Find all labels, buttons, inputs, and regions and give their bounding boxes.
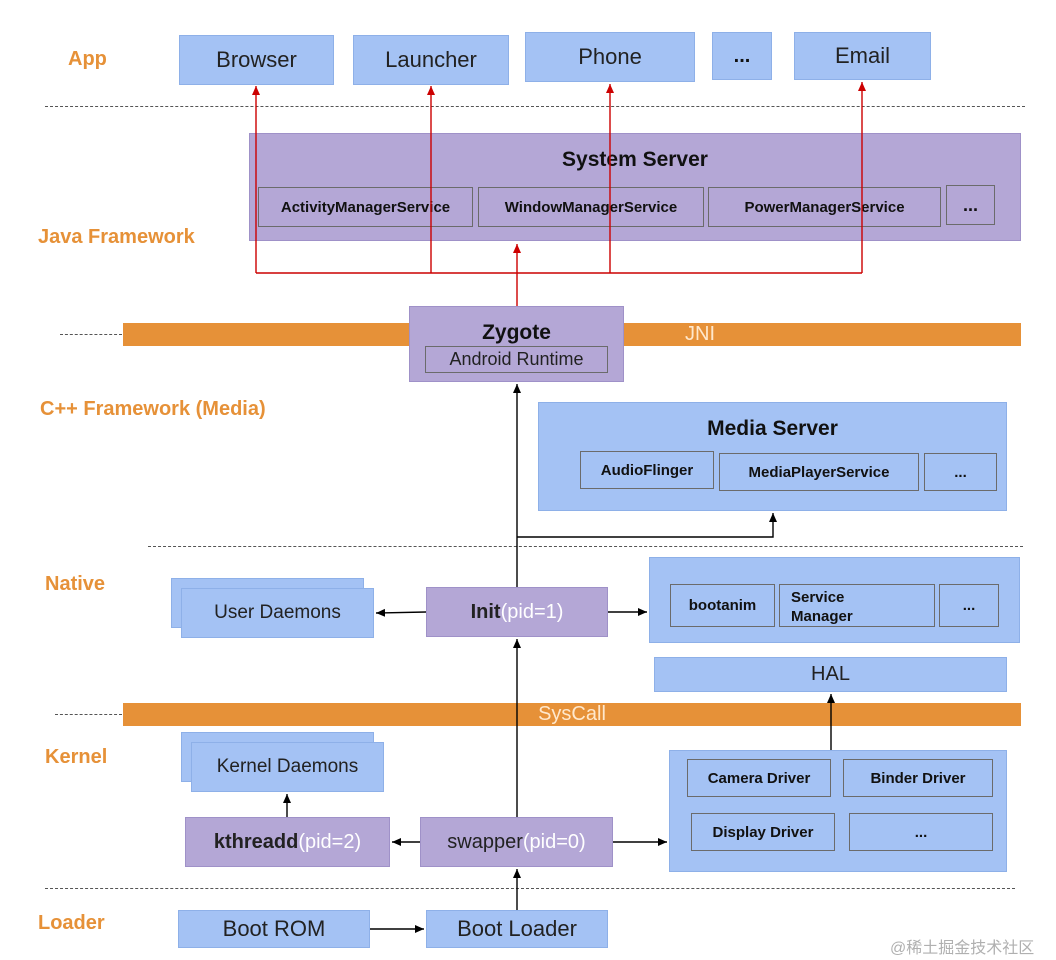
service-manager: Service Manager [779,584,935,627]
service-manager-line2: Manager [791,608,853,625]
separator-kernel-loader [45,888,1015,889]
kernel-daemons: Kernel Daemons [191,742,384,792]
power-manager-service: PowerManagerService [708,187,941,227]
app-phone: Phone [525,32,695,82]
display-driver: Display Driver [691,813,835,851]
init-label: Init [470,600,501,623]
layer-label-loader: Loader [38,912,105,934]
arrow-init-to-user-daemons [375,608,427,617]
media-player-service: MediaPlayerService [719,453,919,491]
app-more: ... [712,32,772,80]
layer-label-kernel: Kernel [45,746,108,768]
separator-app-java [45,106,1025,107]
window-manager-service: WindowManagerService [478,187,704,227]
separator-syscall-lead [55,714,122,715]
app-launcher: Launcher [353,35,509,85]
camera-driver: Camera Driver [687,759,831,797]
app-browser: Browser [179,35,334,85]
media-server-title: Media Server [707,417,838,440]
zygote-title: Zygote [482,321,551,344]
drivers-more: ... [849,813,993,851]
boot-loader: Boot Loader [426,910,608,948]
activity-manager-service: ActivityManagerService [258,187,473,227]
layer-label-java-framework: Java Framework [38,226,195,248]
swapper-label: swapper [447,830,523,853]
layer-label-native: Native [45,573,106,595]
watermark: @稀土掘金技术社区 [890,940,1035,957]
media-server-more: ... [924,453,997,491]
user-daemons: User Daemons [181,588,374,638]
app-email: Email [794,32,931,80]
arrow-init-to-media-server [517,513,777,538]
layer-label-cpp-framework: C++ Framework (Media) [40,398,266,420]
kthreadd-pid: (pid=2) [298,830,362,853]
system-server-more: ... [946,185,995,225]
bootanim: bootanim [670,584,775,627]
audio-flinger: AudioFlinger [580,451,714,489]
syscall-label: SysCall [538,703,606,725]
jni-label: JNI [685,323,715,345]
binder-driver: Binder Driver [843,759,993,797]
hal: HAL [654,657,1007,692]
swapper-pid: (pid=0) [522,830,586,853]
syscall-band: SysCall [123,703,1021,726]
swapper-box: swapper(pid=0) [420,817,613,867]
zygote-box: Zygote [409,306,624,382]
media-server-box: Media Server [538,402,1007,511]
service-manager-line1: Service [791,589,845,606]
separator-cpp-native [148,546,1023,547]
native-services-box [649,557,1020,643]
layer-label-app: App [68,48,107,70]
init-box: Init(pid=1) [426,587,608,637]
init-pid: (pid=1) [500,600,564,623]
system-server-title: System Server [562,148,708,171]
drivers-box [669,750,1007,872]
separator-jni-lead [60,334,122,335]
native-services-more: ... [939,584,999,627]
boot-rom: Boot ROM [178,910,370,948]
kthreadd-box: kthreadd(pid=2) [185,817,390,867]
kthreadd-label: kthreadd [213,830,299,853]
android-runtime: Android Runtime [425,346,608,373]
